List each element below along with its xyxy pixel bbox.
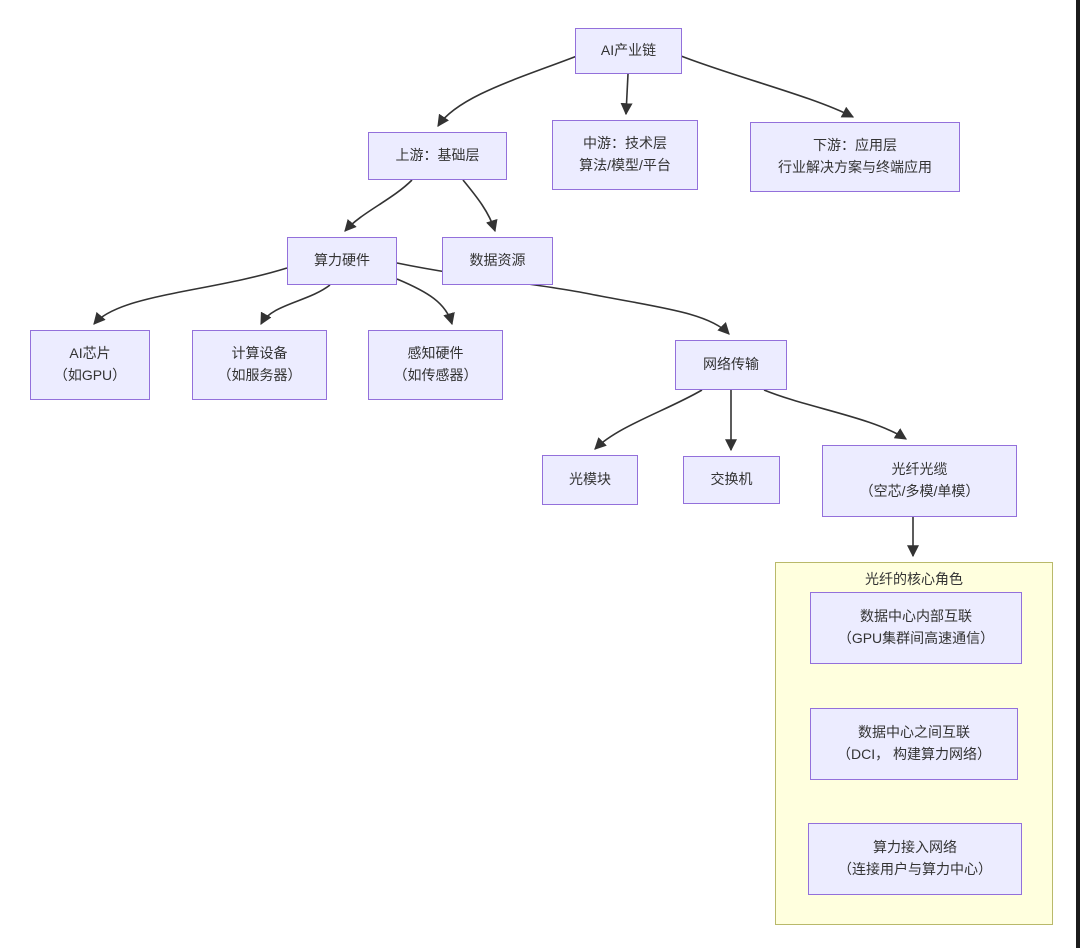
node-datacenter-internal-interconnect: 数据中心内部互联 （GPU集群间高速通信） <box>810 592 1022 664</box>
node-label: 数据中心内部互联 （GPU集群间高速通信） <box>837 608 995 646</box>
node-downstream-application-layer: 下游：应用层 行业解决方案与终端应用 <box>750 122 960 192</box>
node-label: AI产业链 <box>600 42 657 59</box>
edge-upstream-dataresource <box>462 179 498 233</box>
node-datacenter-to-datacenter-interconnect: 数据中心之间互联 （DCI， 构建算力网络） <box>810 708 1018 780</box>
node-label: 中游：技术层 算法/模型/平台 <box>579 135 671 173</box>
node-computing-device: 计算设备 （如服务器） <box>192 330 327 400</box>
node-data-resources: 数据资源 <box>442 237 553 285</box>
edge-network-fibercable <box>763 389 908 440</box>
node-upstream-foundation-layer: 上游：基础层 <box>368 132 507 180</box>
node-computing-hardware: 算力硬件 <box>287 237 397 285</box>
node-computing-access-network: 算力接入网络 （连接用户与算力中心） <box>808 823 1022 895</box>
edge-computinghw-aichip <box>93 267 288 325</box>
edge-root-upstream <box>437 55 578 127</box>
node-fiber-optic-cable: 光纤光缆 （空芯/多模/单模） <box>822 445 1017 517</box>
node-label: 数据中心之间互联 （DCI， 构建算力网络） <box>837 724 991 762</box>
node-sensing-hardware: 感知硬件 （如传感器） <box>368 330 503 400</box>
node-label: 网络传输 <box>703 356 759 373</box>
node-optical-module: 光模块 <box>542 455 638 505</box>
node-label: 上游：基础层 <box>395 147 480 164</box>
node-label: AI芯片 （如GPU） <box>53 345 127 383</box>
screenshot-right-edge-line <box>1076 0 1080 948</box>
edge-upstream-computinghw <box>344 179 413 232</box>
node-label: 算力接入网络 （连接用户与算力中心） <box>838 839 992 877</box>
node-label: 下游：应用层 行业解决方案与终端应用 <box>778 137 932 175</box>
node-label: 光纤光缆 （空芯/多模/单模） <box>859 461 980 499</box>
cluster-title: 光纤的核心角色 <box>865 571 963 587</box>
node-label: 数据资源 <box>469 252 526 269</box>
node-network-transmission: 网络传输 <box>675 340 787 390</box>
node-label: 感知硬件 （如传感器） <box>393 345 478 383</box>
edge-root-downstream <box>680 55 855 118</box>
node-label: 光模块 <box>569 471 611 488</box>
node-label: 交换机 <box>710 471 753 488</box>
node-label: 计算设备 （如服务器） <box>217 345 302 383</box>
edge-root-midstream <box>620 73 633 116</box>
node-ai-chip: AI芯片 （如GPU） <box>30 330 150 400</box>
node-midstream-technology-layer: 中游：技术层 算法/模型/平台 <box>552 120 698 190</box>
edge-computinghw-sensinghw <box>396 278 455 326</box>
node-ai-industry-chain: AI产业链 <box>575 28 682 74</box>
node-switch: 交换机 <box>683 456 780 504</box>
edge-network-opticalmodule <box>594 389 703 450</box>
node-label: 算力硬件 <box>314 252 370 269</box>
edge-computinghw-computingdevice <box>260 284 331 326</box>
